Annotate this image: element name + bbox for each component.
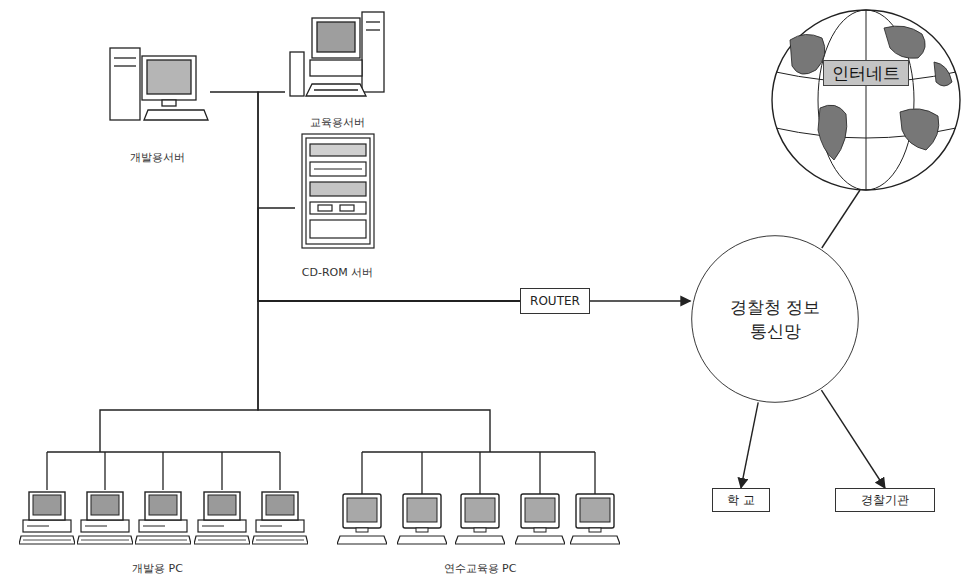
server-icon: 교육용서버 <box>285 8 390 130</box>
node-label: 경찰기관 <box>861 493 909 507</box>
pc-group: 개발용 PC <box>10 452 305 576</box>
router-box: ROUTER <box>520 288 590 314</box>
device-label: 개발용서버 <box>130 151 185 165</box>
network-line <box>822 190 860 248</box>
cd-rom-rack-picture <box>302 134 374 248</box>
dev-pc-pictures <box>19 492 308 544</box>
node-label: 인터네트 <box>823 60 909 86</box>
node-label: 경찰청 정보통신망 <box>727 295 823 343</box>
node-label: 학 교 <box>727 493 755 507</box>
network-line <box>258 301 520 452</box>
device-label: 개발용 PC <box>132 562 183 576</box>
internet-globe-node: 인터네트 <box>772 10 960 190</box>
device-label: 연수교육용 PC <box>444 562 517 576</box>
network-arrow <box>741 402 758 488</box>
internet-globe <box>772 10 960 190</box>
circle-outline <box>690 234 860 404</box>
node-label: ROUTER <box>530 294 580 308</box>
network-line <box>210 92 520 301</box>
network-line <box>258 92 520 301</box>
device-label: CD-ROM 서버 <box>302 266 373 280</box>
training-pc-sub-bus <box>362 452 595 494</box>
circle-outline <box>692 236 859 403</box>
network-arrow <box>590 300 690 301</box>
site-box: 경찰기관 <box>835 488 935 512</box>
device-label: 교육용서버 <box>310 116 365 130</box>
network-arrow <box>821 390 885 488</box>
dev-pc-sub-bus <box>47 452 280 490</box>
server-rack: CD-ROM 서버 <box>295 132 380 280</box>
server-icon: 개발용서버 <box>105 40 210 165</box>
edu-server-picture <box>290 12 384 96</box>
network-line <box>258 208 520 301</box>
pc-group: 연수교육용 PC <box>330 452 630 576</box>
site-box: 학 교 <box>712 488 770 512</box>
dev-server-picture <box>110 48 208 120</box>
network-circle: 경찰청 정보통신망 <box>690 234 860 404</box>
network-line <box>100 301 520 452</box>
training-pc-pictures <box>337 494 620 544</box>
